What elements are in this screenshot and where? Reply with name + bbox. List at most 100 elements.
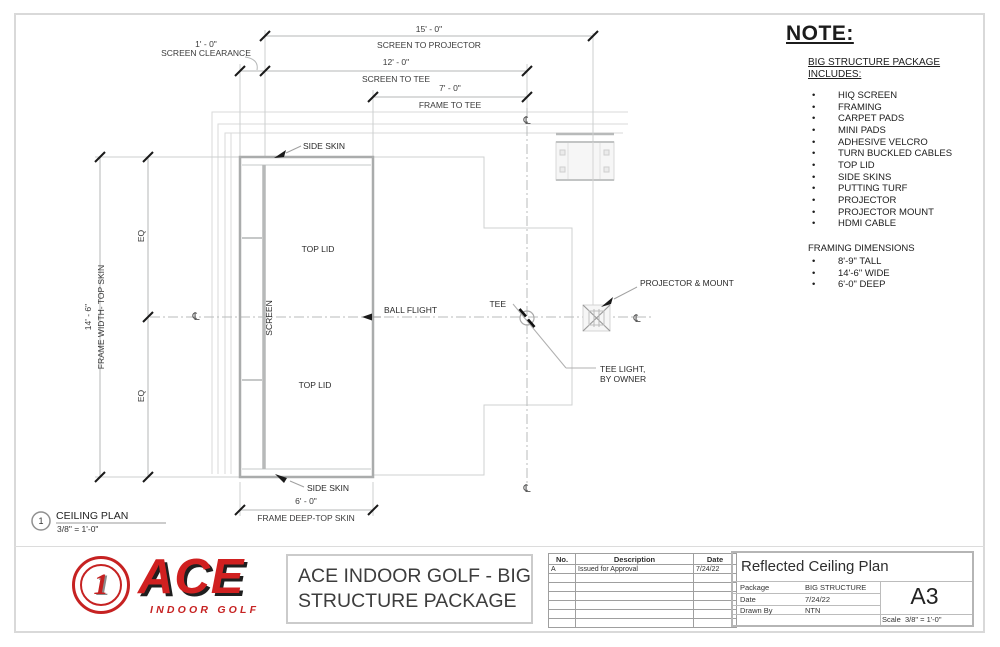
view-name: CEILING PLAN xyxy=(56,510,128,522)
framing-items-list: 8'-9" TALL 14'-6" WIDE 6'-0" DEEP xyxy=(786,256,991,291)
ace-logo-number: 1 xyxy=(93,568,109,601)
centerline-symbol-left: ℄ xyxy=(191,311,199,323)
revision-row-empty xyxy=(548,582,737,592)
note-item: TOP LID xyxy=(786,160,991,172)
scale-cell: Scale 3/8" = 1'-0" xyxy=(882,614,972,626)
projector-arrow xyxy=(601,297,613,307)
view-title: 1 CEILING PLAN 3/8" = 1'-0" xyxy=(31,510,166,534)
note-items-list: HIQ SCREEN FRAMING CARPET PADS MINI PADS… xyxy=(786,90,991,230)
package-label: Package xyxy=(740,583,770,592)
dim-eq-bottom: EQ xyxy=(136,389,146,402)
ball-flight-arrow xyxy=(362,313,372,321)
revision-row-empty xyxy=(548,573,737,583)
top-lid-lower-label: TOP LID xyxy=(299,380,332,390)
enclosure-outline xyxy=(373,156,573,476)
drawing-title: Reflected Ceiling Plan xyxy=(741,558,889,575)
drawn-by-value: NTN xyxy=(805,606,821,615)
clearance-leader-arc xyxy=(244,56,258,71)
date-value: 7/24/22 xyxy=(805,595,831,604)
dimension-ticks xyxy=(94,30,599,516)
package-value: BIG STRUCTURE xyxy=(805,583,867,592)
centerline-symbol-top: ℄ xyxy=(522,115,530,127)
note-subheading: BIG STRUCTURE PACKAGE INCLUDES: xyxy=(808,57,941,80)
side-skin-top-label: SIDE SKIN xyxy=(303,141,345,151)
top-lid-upper-label: TOP LID xyxy=(302,244,335,254)
tee-light-label-line1: TEE LIGHT, xyxy=(600,364,645,374)
ball-flight-label: BALL FLIGHT xyxy=(384,305,437,315)
side-skin-bottom-label: SIDE SKIN xyxy=(307,483,349,493)
projector-mount-label: PROJECTOR & MOUNT xyxy=(640,278,734,288)
revision-table: No. Description Date A Issued for Approv… xyxy=(548,553,737,628)
ceiling-bracket xyxy=(555,141,615,181)
revision-row-empty xyxy=(548,618,737,628)
note-item: HDMI CABLE xyxy=(786,218,991,230)
tee-light-label-line2: BY OWNER xyxy=(600,374,646,384)
note-item: SIDE SKINS xyxy=(786,172,991,184)
note-item: HIQ SCREEN xyxy=(786,90,991,102)
framing-item: 6'-0" DEEP xyxy=(786,279,991,291)
revision-row-empty xyxy=(548,609,737,619)
revision-row: A Issued for Approval 7/24/22 xyxy=(548,564,737,574)
revision-col-description: Description xyxy=(575,553,694,565)
dim-screen-to-tee-label: SCREEN TO TEE xyxy=(362,74,430,84)
dim-frame-to-tee-label: FRAME TO TEE xyxy=(419,100,482,110)
dim-screen-to-projector-label: SCREEN TO PROJECTOR xyxy=(377,40,481,50)
screen-label: SCREEN xyxy=(264,300,274,335)
extension-lines xyxy=(95,30,594,516)
ace-logo-circle: 1 xyxy=(72,556,130,614)
note-item: CARPET PADS xyxy=(786,113,991,125)
date-label: Date xyxy=(740,595,756,604)
tee-symbol xyxy=(512,303,596,369)
ace-logo-tagline: INDOOR GOLF xyxy=(150,604,260,616)
dimension-lines xyxy=(99,35,593,511)
note-item: PUTTING TURF xyxy=(786,183,991,195)
projector-symbol xyxy=(582,304,611,332)
note-item: TURN BUCKLED CABLES xyxy=(786,148,991,160)
info-line xyxy=(733,614,972,615)
centerline-symbol-right: ℄ xyxy=(632,313,640,325)
framing-dimensions-heading: FRAMING DIMENSIONS xyxy=(808,242,915,254)
view-scale: 3/8" = 1'-0" xyxy=(57,524,98,534)
framing-item: 8'-9" TALL xyxy=(786,256,991,268)
ace-logo-wordmark: ACE xyxy=(138,550,245,604)
project-title-box: ACE INDOOR GOLF - BIG STRUCTURE PACKAGE xyxy=(286,554,533,624)
dim-frame-deep-value: 6' - 0" xyxy=(295,496,317,506)
note-item: PROJECTOR xyxy=(786,195,991,207)
note-panel: NOTE: BIG STRUCTURE PACKAGE INCLUDES: HI… xyxy=(786,22,991,291)
dim-frame-to-tee-value: 7' - 0" xyxy=(439,83,461,93)
view-number: 1 xyxy=(38,516,43,526)
dim-eq-top: EQ xyxy=(136,229,146,242)
note-item: ADHESIVE VELCRO xyxy=(786,137,991,149)
scale-value: 3/8" = 1'-0" xyxy=(904,615,942,624)
ceiling-plan-drawing: 15' - 0" SCREEN TO PROJECTOR 12' - 0" SC… xyxy=(31,24,734,534)
revision-row-empty xyxy=(548,600,737,610)
side-skin-bottom-arrow xyxy=(275,474,287,483)
dim-screen-clearance-label: SCREEN CLEARANCE xyxy=(161,48,251,58)
dim-frame-deep-label: FRAME DEEP-TOP SKIN xyxy=(257,513,354,523)
centerlines xyxy=(150,108,652,484)
info-line xyxy=(733,593,880,594)
dim-screen-clearance-value: 1' - 0" xyxy=(195,39,217,49)
revision-header-row: No. Description Date xyxy=(548,553,737,565)
sheet-number: A3 xyxy=(910,582,939,609)
view-number-bubble xyxy=(31,511,51,531)
title-block-divider xyxy=(14,546,985,547)
info-line xyxy=(733,581,972,582)
revision-no: A xyxy=(548,564,576,574)
centerline-symbol-bottom: ℄ xyxy=(522,483,530,495)
side-skin-top-arrow xyxy=(274,150,286,158)
ceiling-reference-lines xyxy=(211,111,628,474)
ace-logo-inner-ring: 1 xyxy=(80,564,122,606)
note-heading: NOTE: xyxy=(786,22,854,45)
note-item: MINI PADS xyxy=(786,125,991,137)
dim-screen-to-projector-value: 15' - 0" xyxy=(416,24,442,34)
dim-frame-width-label: FRAME WIDTH- TOP SKIN xyxy=(96,265,106,369)
revision-col-no: No. xyxy=(548,553,576,565)
revision-row-empty xyxy=(548,591,737,601)
info-vertical-divider xyxy=(880,581,881,625)
leaders xyxy=(274,145,638,488)
tee-label: TEE xyxy=(489,299,506,309)
framing-item: 14'-6" WIDE xyxy=(786,268,991,280)
drawn-by-label: Drawn By xyxy=(740,606,773,615)
sheet-border xyxy=(14,13,985,633)
